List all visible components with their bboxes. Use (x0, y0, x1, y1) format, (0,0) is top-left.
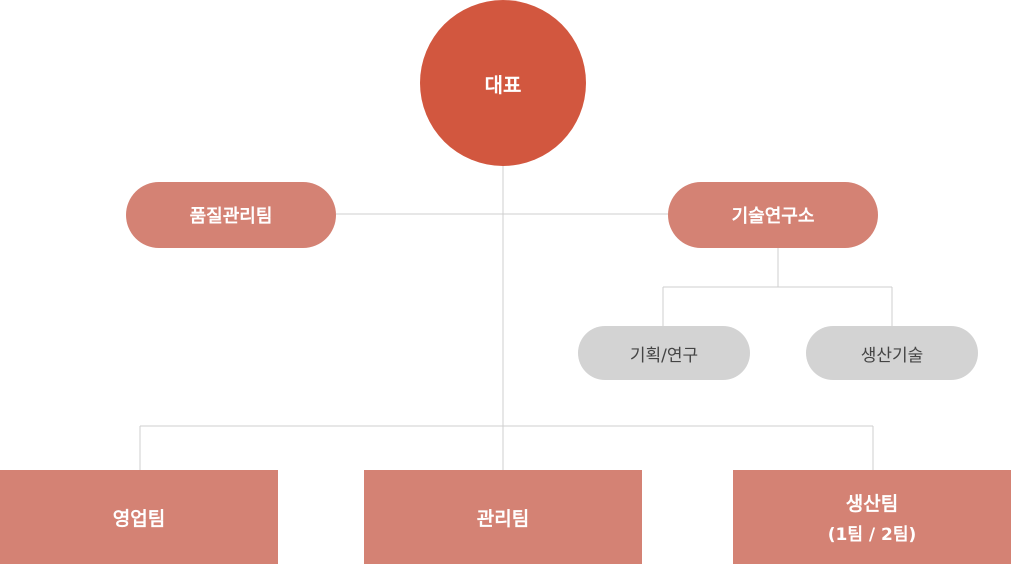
production-team-node: 생산팀 (1팀 / 2팀) (733, 470, 1011, 564)
production-tech-label: 생산기술 (860, 345, 924, 366)
quality-team-node: 품질관리팀 (126, 182, 336, 248)
ceo-label: 대표 (484, 72, 522, 97)
production-team-sublabel: (1팀 / 2팀) (827, 525, 917, 545)
management-team-label: 관리팀 (476, 507, 530, 530)
sales-team-label: 영업팀 (112, 507, 166, 530)
planning-research-label: 기획/연구 (629, 345, 699, 366)
ceo-node: 대표 (420, 0, 586, 166)
production-team-label: 생산팀 (845, 493, 899, 515)
sales-team-node: 영업팀 (0, 470, 278, 564)
research-institute-label: 기술연구소 (731, 206, 815, 227)
planning-research-node: 기획/연구 (578, 326, 750, 380)
production-tech-node: 생산기술 (806, 326, 978, 380)
quality-team-label: 품질관리팀 (189, 206, 273, 227)
research-institute-node: 기술연구소 (668, 182, 878, 248)
management-team-node: 관리팀 (364, 470, 642, 564)
